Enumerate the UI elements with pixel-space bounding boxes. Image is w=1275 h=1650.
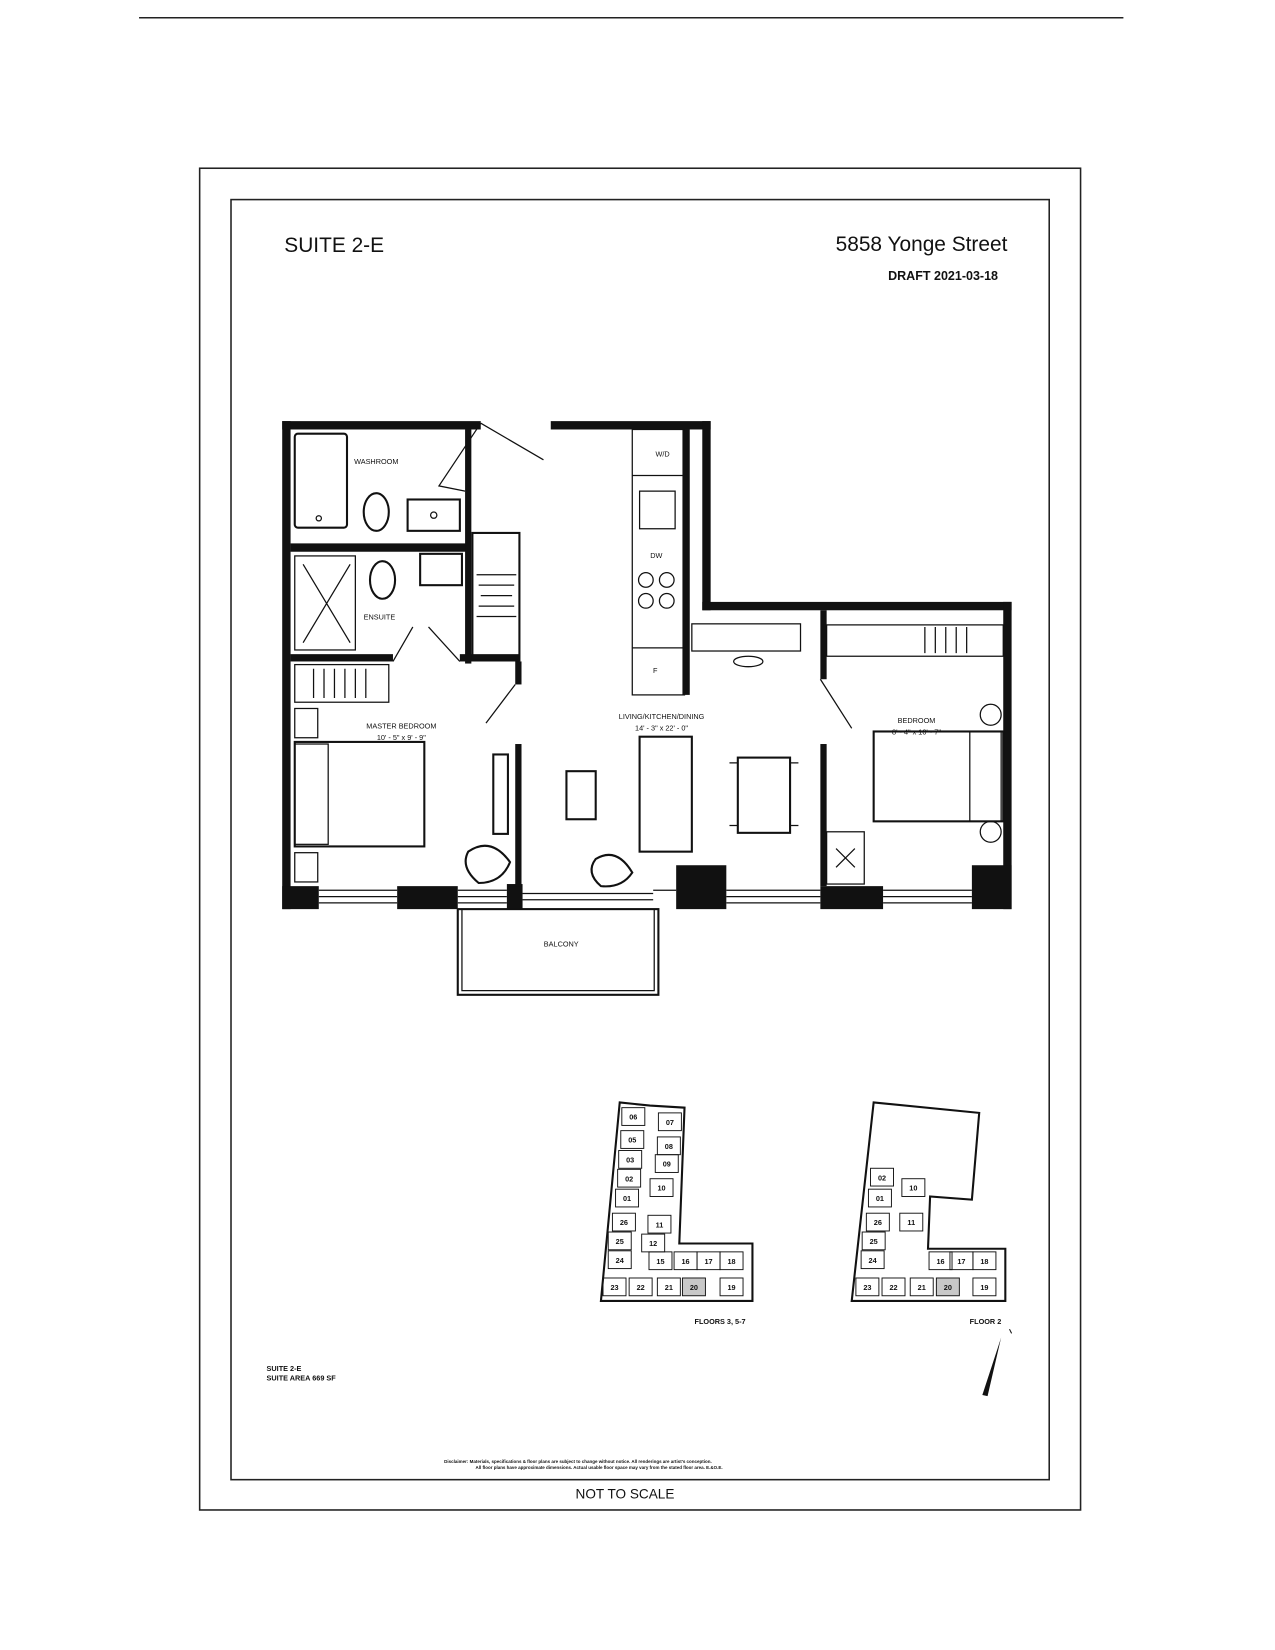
keyplan-unit-label: 21 bbox=[665, 1283, 673, 1292]
room-label-ensuite: ENSUITE bbox=[364, 613, 396, 622]
draft-date: DRAFT 2021-03-18 bbox=[888, 269, 998, 283]
room-dims-master-bedroom: 10' - 5" x 9' - 9" bbox=[377, 733, 426, 742]
keyplan-unit-label: 21 bbox=[918, 1283, 926, 1292]
room-label-washroom: WASHROOM bbox=[354, 457, 398, 466]
keyplan-unit-label: 22 bbox=[889, 1283, 897, 1292]
room-dims-bedroom: 8' - 4" x 10' - 7" bbox=[892, 728, 941, 737]
keyplan-unit-box bbox=[909, 1277, 934, 1297]
keyplan-unit-label: 26 bbox=[874, 1218, 882, 1227]
keyplan-unit-box bbox=[647, 1214, 672, 1234]
keyplan-unit-box bbox=[607, 1250, 632, 1270]
keyplan-unit-label: 05 bbox=[628, 1136, 636, 1145]
keyplan-unit-box bbox=[861, 1231, 886, 1251]
north-arrow-icon bbox=[982, 1328, 1013, 1397]
keyplan-unit-label: 10 bbox=[657, 1184, 665, 1193]
keyplan-unit-box bbox=[719, 1277, 744, 1297]
keyplan-unit-box bbox=[620, 1130, 645, 1149]
keyplan-unit-label: 15 bbox=[656, 1257, 664, 1266]
room-label-balcony: BALCONY bbox=[544, 940, 579, 949]
keyplan-unit-box bbox=[673, 1251, 698, 1271]
room-label-living: LIVING/KITCHEN/DINING bbox=[619, 712, 705, 721]
keyplan-unit-box bbox=[656, 1277, 681, 1297]
keyplan-unit-box bbox=[899, 1212, 924, 1232]
keyplan-floors-3-5-7: FLOORS 3, 5-7 06 07 05 08 03 09 02 10 01 26 11 25 12… bbox=[599, 1101, 754, 1326]
keyplan-floor-2: FLOOR 2 02 10 01 26 11 25 24 16 17 18 23 22 21 20 19 bbox=[850, 1101, 1007, 1326]
label-dishwasher: DW bbox=[650, 551, 662, 560]
keyplan-unit-label: 02 bbox=[625, 1174, 633, 1183]
keyplan-unit-label: 17 bbox=[704, 1257, 712, 1266]
keyplan-unit-box bbox=[657, 1112, 682, 1132]
keyplan-unit-box bbox=[628, 1277, 653, 1297]
keyplan-unit-label: 10 bbox=[909, 1184, 917, 1193]
suite-info-area: SUITE AREA 669 SF bbox=[267, 1373, 337, 1382]
address: 5858 Yonge Street bbox=[836, 233, 1008, 256]
keyplan-unit-box bbox=[881, 1277, 906, 1297]
keyplan-unit-label: 26 bbox=[620, 1218, 628, 1227]
keyplan-unit-label: 20 bbox=[690, 1283, 698, 1292]
inner-border bbox=[230, 198, 1051, 1481]
keyplan-unit-label: 25 bbox=[616, 1237, 624, 1246]
room-dims-living: 14' - 3" x 22' - 0" bbox=[635, 723, 688, 732]
keyplan-unit-box bbox=[656, 1136, 681, 1156]
keyplan-unit-label: 24 bbox=[616, 1256, 625, 1265]
keyplan-unit-label: 18 bbox=[727, 1257, 735, 1266]
keyplan-unit-box bbox=[867, 1188, 892, 1208]
keyplan-unit-box bbox=[949, 1251, 974, 1271]
keyplan-unit-label: 23 bbox=[610, 1283, 618, 1292]
keyplan-unit-label: 18 bbox=[980, 1257, 988, 1266]
not-to-scale: NOT TO SCALE bbox=[576, 1486, 675, 1501]
keyplan-unit-box bbox=[928, 1251, 953, 1271]
keyplan-unit-box bbox=[681, 1277, 706, 1297]
keyplan-unit-box bbox=[641, 1233, 666, 1253]
keyplan-unit-label: 01 bbox=[876, 1194, 884, 1203]
keyplan-unit-box bbox=[621, 1107, 646, 1126]
keyplan-unit-label: 25 bbox=[870, 1237, 878, 1246]
disclaimer-line-1: Disclaimer: Materials, specifications & … bbox=[444, 1459, 712, 1464]
keyplan-unit-label: 03 bbox=[626, 1156, 634, 1165]
keyplan-unit-box bbox=[870, 1167, 894, 1187]
keyplan-unit-box bbox=[615, 1188, 640, 1208]
keyplan-unit-box bbox=[865, 1212, 890, 1232]
keyplan-label: FLOORS 3, 5-7 bbox=[695, 1317, 746, 1326]
suite-plan: WASHROOM ENSUITE W/D DW F LIVING/KITCHEN… bbox=[282, 421, 1012, 996]
keyplan-unit-label: 16 bbox=[682, 1257, 690, 1266]
keyplan-unit-box bbox=[617, 1168, 642, 1188]
keyplan-unit-label: 02 bbox=[878, 1173, 886, 1182]
keyplan-unit-box bbox=[935, 1277, 960, 1297]
keyplan-unit-box bbox=[611, 1212, 636, 1232]
keyplan-unit-box bbox=[972, 1277, 997, 1297]
keyplan-unit-label: 06 bbox=[629, 1113, 637, 1122]
keyplan-unit-label: 22 bbox=[637, 1283, 645, 1292]
outer-border bbox=[198, 167, 1082, 1511]
keyplan-unit-label: 11 bbox=[907, 1218, 915, 1227]
disclaimer-line-2: All floor plans have approximate dimensi… bbox=[476, 1465, 723, 1470]
keyplan-unit-label: 24 bbox=[869, 1256, 878, 1265]
label-washer-dryer: W/D bbox=[655, 450, 669, 459]
keyplan-label: FLOOR 2 bbox=[970, 1317, 1002, 1326]
keyplan-unit-box bbox=[607, 1231, 632, 1251]
keyplan-unit-box bbox=[855, 1277, 880, 1297]
keyplan-unit-label: 01 bbox=[623, 1194, 631, 1203]
keyplan-unit-label: 16 bbox=[936, 1257, 944, 1266]
suite-title: SUITE 2-E bbox=[284, 234, 384, 257]
keyplan-unit-label: 19 bbox=[980, 1283, 988, 1292]
keyplan-unit-label: 12 bbox=[649, 1239, 657, 1248]
keyplan-unit-label: 09 bbox=[663, 1160, 671, 1169]
label-fridge: F bbox=[653, 666, 658, 675]
keyplan-unit-label: 20 bbox=[944, 1283, 952, 1292]
keyplan-unit-box bbox=[901, 1178, 926, 1197]
keyplan-unit-label: 08 bbox=[665, 1142, 673, 1151]
keyplan-unit-box bbox=[649, 1178, 674, 1197]
suite-info-name: SUITE 2-E bbox=[267, 1364, 302, 1373]
keyplan-unit-label: 23 bbox=[863, 1283, 871, 1292]
keyplan-unit-label: 17 bbox=[957, 1257, 965, 1266]
room-label-bedroom: BEDROOM bbox=[898, 716, 936, 725]
keyplan-unit-box bbox=[860, 1250, 885, 1270]
keyplan-unit-box bbox=[618, 1150, 643, 1169]
keyplan-unit-label: 11 bbox=[656, 1220, 664, 1229]
keyplan-unit-label: 19 bbox=[727, 1283, 735, 1292]
keyplan-unit-label: 07 bbox=[666, 1118, 674, 1127]
room-label-master-bedroom: MASTER BEDROOM bbox=[366, 721, 436, 730]
